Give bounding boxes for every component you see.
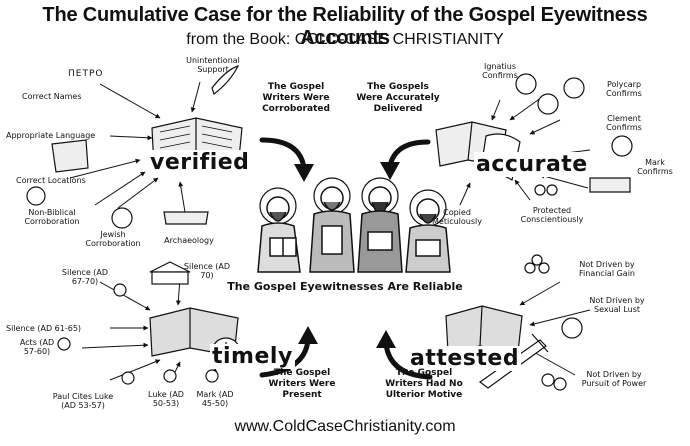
verified-illustration (26, 64, 243, 229)
verified-connectors (69, 81, 201, 213)
accurate-item-clement-confirms: Clement Confirms (606, 114, 642, 132)
accurate-item-copied-meticulously: Copied Meticulously (432, 208, 482, 226)
accurate-connectors (459, 94, 591, 206)
verified-item-jewish-corroboration: Jewish Corroboration (85, 230, 141, 248)
accurate-caption: The Gospels Were Accurately Delivered (348, 82, 448, 115)
attested-caption: The Gospel Writers Had No Ulterior Motiv… (372, 368, 476, 401)
attested-caption-line: Ulterior Motive (385, 390, 463, 400)
timely-caption-line: The Gospel (273, 368, 331, 378)
diagram-title: The Cumulative Case for the Reliability … (42, 4, 648, 49)
attested-caption-line: Writers Had No (385, 379, 463, 389)
timely-item-paul-cites-luke: Paul Cites Luke (AD 53-57) (52, 392, 114, 410)
verified-item-unintentional-support: Unintentional Support (186, 56, 240, 74)
accurate-item-mark-confirms: Mark Confirms (637, 158, 673, 176)
center-arrowheads (294, 162, 400, 348)
timely-caption: The Gospel Writers Were Present (262, 368, 342, 401)
timely-item-luke: Luke (AD 50-53) (148, 390, 184, 408)
timely-item-silence-67-70: Silence (AD 67-70) (61, 268, 109, 286)
greek-inscription: ΠΕΤΡΟ (68, 69, 104, 79)
accurate-item-protected-conscientiously: Protected Conscientiously (520, 206, 584, 224)
timely-item-acts: Acts (AD 57-60) (19, 338, 55, 356)
verified-caption-line: Writers Were (262, 93, 330, 103)
accurate-word: accurate (474, 152, 590, 177)
timely-item-mark: Mark (AD 45-50) (196, 390, 234, 408)
verified-caption-line: The Gospel (267, 82, 325, 92)
accurate-item-polycarp-confirms: Polycarp Confirms (606, 80, 642, 98)
timely-item-silence-61-65: Silence (AD 61-65) (6, 324, 82, 333)
accurate-caption-line: Delivered (373, 104, 423, 114)
diagram-subtitle: from the Book: COLD-CASE CHRISTIANITY (186, 31, 504, 48)
verified-item-correct-names: Correct Names (22, 92, 82, 101)
accurate-caption-line: Were Accurately (356, 93, 440, 103)
verified-word: verified (148, 150, 252, 175)
timely-caption-line: Present (282, 390, 322, 400)
accurate-item-ignatius-confirms: Ignatius Confirms (482, 62, 518, 80)
center-conclusion: The Gospel Eyewitnesses Are Reliable (227, 280, 463, 293)
attested-connectors (519, 281, 591, 376)
center-arrows (259, 137, 433, 380)
verified-item-archaeology: Archaeology (164, 236, 214, 245)
attested-item-sexual-lust: Not Driven by Sexual Lust (589, 296, 645, 314)
attested-caption-line: The Gospel (395, 368, 453, 378)
timely-word: timely (210, 344, 295, 369)
verified-caption-line: Corroborated (262, 104, 330, 114)
verified-caption: The Gospel Writers Were Corroborated (246, 82, 346, 115)
verified-item-correct-locations: Correct Locations (16, 176, 86, 185)
attested-item-financial-gain: Not Driven by Financial Gain (579, 260, 635, 278)
accurate-caption-line: The Gospels (367, 82, 429, 92)
evangelists-illustration (257, 177, 451, 273)
verified-item-appropriate-language: Appropriate Language (6, 131, 96, 140)
attested-word: attested (408, 346, 522, 371)
timely-caption-line: Writers Were (268, 379, 336, 389)
timely-item-silence-70: Silence (AD 70) (183, 262, 231, 280)
website-url: www.ColdCaseChristianity.com (234, 418, 456, 435)
attested-item-pursuit-of-power: Not Driven by Pursuit of Power (581, 370, 647, 388)
verified-item-non-biblical-corroboration: Non-Biblical Corroboration (24, 208, 80, 226)
